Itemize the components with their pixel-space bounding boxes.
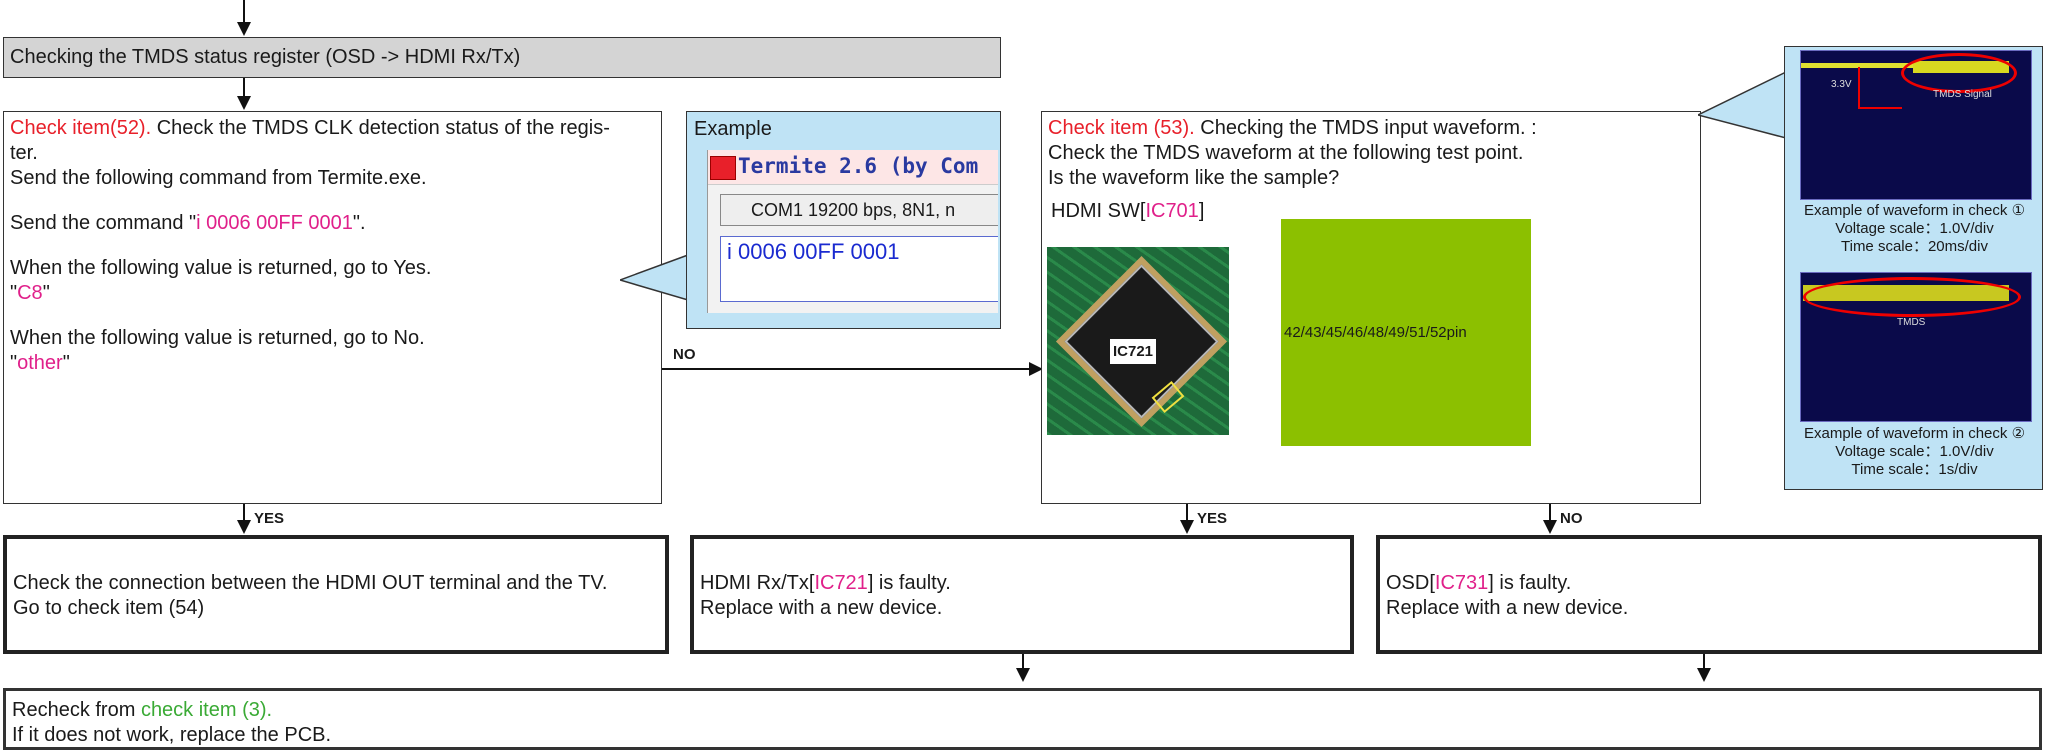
check-text: Check the TMDS waveform at the following… [1048,142,1524,164]
caption-line: Voltage scale：1.0V/div [1835,220,1994,237]
level-marker [1858,107,1902,109]
check-item-52-box: Check item(52). Check the TMDS CLK detec… [3,111,662,504]
quote: " [10,282,18,304]
test-point-pins: 42/43/45/46/48/49/51/52pin [1281,219,1531,446]
caption-line: Time scale：1s/div [1851,461,1978,478]
termite-status-text: COM1 19200 bps, 8N1, n [751,200,956,220]
result-text: Check the connection between the HDMI OU… [13,572,608,594]
result-text: HDMI Rx/Tx[ [700,572,815,594]
arrowhead [237,22,251,36]
chip-label: IC721 [1110,339,1157,364]
result-text: Go to check item (54) [13,597,205,619]
highlight-ellipse [1803,277,2021,317]
check-text: When the following value is returned, go… [10,327,425,349]
waveform-1-caption: Example of waveform in check ① Voltage s… [1785,202,2044,256]
termite-input[interactable]: i 0006 00FF 0001 [720,236,998,302]
termite-titlebar: Termite 2.6 (by Com [708,150,998,185]
no-label: NO [1560,510,1583,527]
check-item-reference: check item (3). [140,699,273,721]
check-text: Is the waveform like the sample? [1048,167,1340,189]
yes-value: C8 [17,282,43,304]
connector [243,504,245,522]
termite-input-text: i 0006 00FF 0001 [727,239,900,264]
no-value: other [17,352,63,374]
ic-ref: IC731 [1434,572,1489,594]
yes-label: YES [254,510,285,527]
check-text: Send the command " [10,212,197,234]
chip-label-text: IC721 [1113,343,1154,360]
caption-line: Time scale：20ms/div [1841,238,1988,255]
check-text: When the following value is returned, go… [10,257,432,279]
check-text: ". [352,212,366,234]
arrowhead [1029,362,1043,376]
caption-line: Example of waveform in check ① [1803,202,2026,219]
result-check-connection: Check the connection between the HDMI OU… [3,535,669,654]
check-text: Checking the TMDS input waveform. : [1194,117,1537,139]
result-text: ] is faulty. [1488,572,1572,594]
ic-ref: IC701 [1145,200,1199,222]
result-ic731-faulty: OSD[IC731] is faulty. Replace with a new… [1376,535,2042,654]
termite-window: Termite 2.6 (by Com COM1 19200 bps, 8N1,… [707,150,998,313]
header-text: Checking the TMDS status register (OSD -… [10,46,521,68]
waveform-2: TMDS [1800,272,2032,422]
termite-status: COM1 19200 bps, 8N1, n [720,194,998,226]
caption-line: Example of waveform in check ② [1803,425,2026,442]
final-text: Recheck from [12,699,141,721]
arrowhead [1016,668,1030,682]
check-text: ] [1198,200,1205,222]
quote: " [10,352,18,374]
waveform-2-caption: Example of waveform in check ② Voltage s… [1785,425,2044,479]
arrowhead [1697,668,1711,682]
example-title: Example [694,118,772,140]
signal-trace [1801,63,1913,68]
check-text: ter. [10,142,38,164]
arrowhead [1180,520,1194,534]
connector [662,368,1037,370]
connector [1703,654,1705,670]
example-callout: Example Termite 2.6 (by Com COM1 19200 b… [686,111,1001,329]
pcb-photo: IC721 [1047,247,1229,435]
waveform-callout: 3.3V TMDS Signal Example of waveform in … [1784,46,2043,490]
termite-title: Termite 2.6 (by Com [738,154,979,178]
termite-app-icon [710,156,736,180]
connector [1186,504,1188,522]
pin-list: 42/43/45/46/48/49/51/52pin [1284,324,1467,341]
quote: " [42,282,50,304]
result-text: Replace with a new device. [700,597,943,619]
check-item-52-title: Check item(52). [10,117,152,139]
final-recheck-box: Recheck from check item (3). If it does … [3,688,2042,750]
result-text: Replace with a new device. [1386,597,1629,619]
connector [243,78,245,98]
quote: " [62,352,70,374]
check-text: HDMI SW[ [1051,200,1146,222]
yes-label: YES [1197,510,1228,527]
final-text: If it does not work, replace the PCB. [12,724,332,746]
no-label: NO [673,346,696,363]
header-box: Checking the TMDS status register (OSD -… [3,37,1001,78]
result-text: ] is faulty. [867,572,951,594]
connector [243,0,245,24]
callout-pointer [1698,70,1787,139]
caption-line: Voltage scale：1.0V/div [1835,443,1994,460]
signal-label: TMDS [1897,317,1926,328]
arrowhead [237,520,251,534]
arrowhead [1543,520,1557,534]
command-value: i 0006 00FF 0001 [196,212,353,234]
check-item-53-box: Check item (53). Checking the TMDS input… [1041,111,1701,504]
connector [1549,504,1551,522]
callout-pointer [620,253,689,302]
check-item-53-title: Check item (53). [1048,117,1195,139]
waveform-1: 3.3V TMDS Signal [1800,50,2032,200]
result-ic721-faulty: HDMI Rx/Tx[IC721] is faulty. Replace wit… [690,535,1354,654]
signal-label: TMDS Signal [1933,89,1992,100]
arrowhead [237,96,251,110]
check-text: Check the TMDS CLK detection status of t… [151,117,610,139]
level-label: 3.3V [1831,79,1852,90]
level-marker [1858,67,1860,109]
highlight-ellipse [1901,53,2017,93]
connector [1022,654,1024,670]
result-text: OSD[ [1386,572,1435,594]
check-text: Send the following command from Termite.… [10,167,427,189]
ic-ref: IC721 [814,572,868,594]
